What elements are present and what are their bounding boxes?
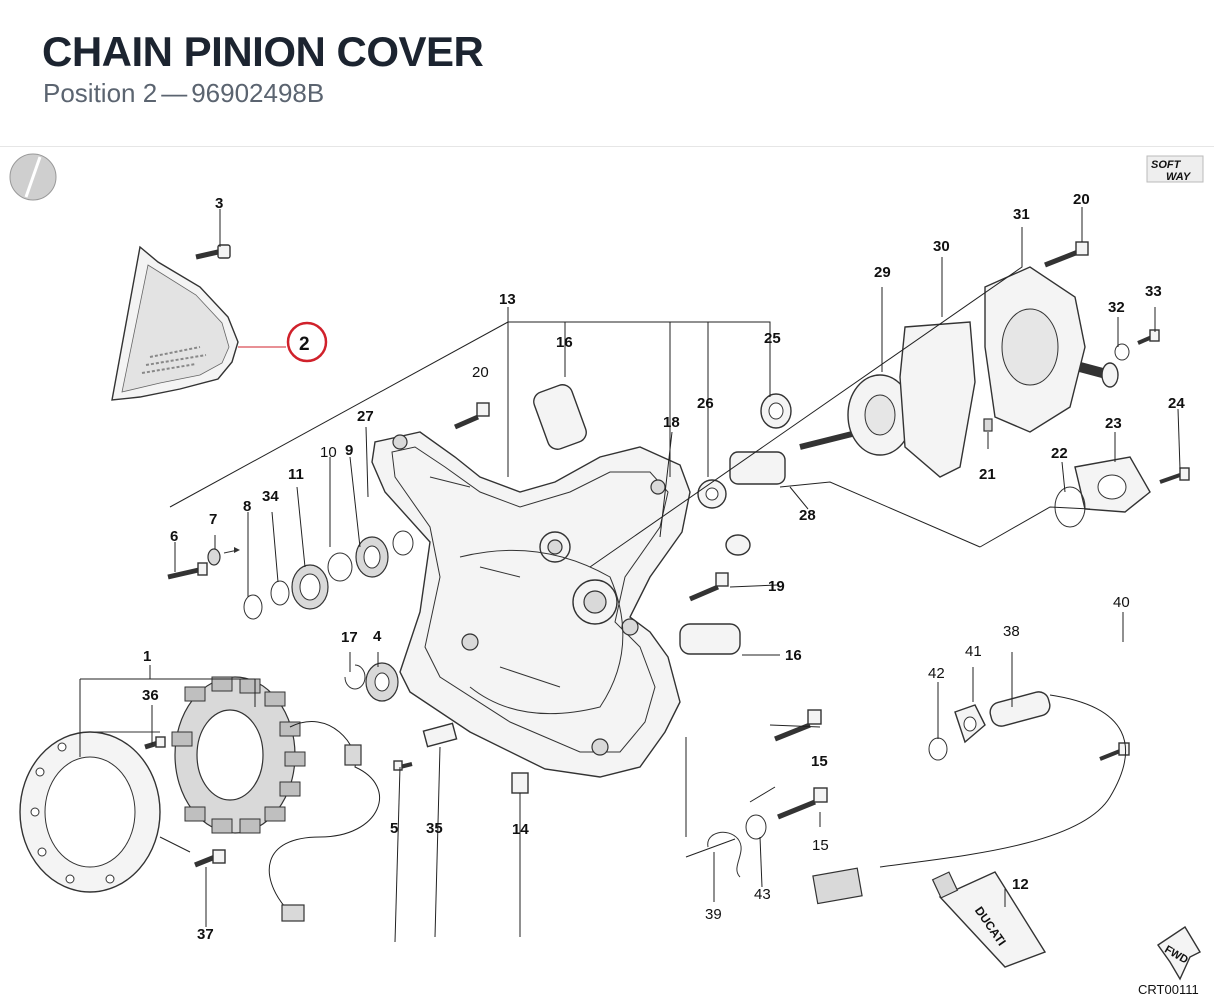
callout-20a: 20 bbox=[472, 364, 489, 381]
callout-15b: 15 bbox=[812, 837, 829, 854]
callout-11: 11 bbox=[288, 466, 304, 483]
chain-pinion-cover-part[interactable] bbox=[111, 245, 239, 401]
callout-15a: 15 bbox=[811, 753, 828, 770]
callout-3: 3 bbox=[215, 195, 223, 212]
callout-36: 36 bbox=[142, 687, 159, 704]
callout-37: 37 bbox=[197, 926, 214, 943]
callout-13: 13 bbox=[499, 291, 516, 308]
callout-34: 34 bbox=[262, 488, 279, 505]
callout-40: 40 bbox=[1113, 594, 1130, 611]
page-title: CHAIN PINION COVER bbox=[42, 28, 484, 75]
callout-27: 27 bbox=[357, 408, 374, 425]
callout-6: 6 bbox=[170, 528, 178, 545]
callout-39: 39 bbox=[705, 906, 722, 923]
stator-screw-36 bbox=[144, 736, 166, 750]
exploded-parts-diagram: SOFT WAY bbox=[9, 153, 1204, 997]
callout-5: 5 bbox=[390, 820, 398, 837]
callout-7: 7 bbox=[209, 511, 217, 528]
callout-21: 21 bbox=[979, 466, 996, 483]
bearings-and-seals bbox=[167, 530, 414, 702]
callout-17: 17 bbox=[341, 629, 358, 646]
drawing-code: CRT00111 bbox=[1138, 982, 1199, 997]
callout-18: 18 bbox=[663, 414, 680, 431]
cover-screw-3 bbox=[195, 244, 231, 260]
callout-32: 32 bbox=[1108, 299, 1125, 316]
brand-mark-line1: SOFT bbox=[1151, 159, 1182, 171]
clips-and-washers bbox=[685, 814, 767, 878]
callout-25: 25 bbox=[764, 330, 781, 347]
callout-9: 9 bbox=[345, 442, 353, 459]
callout-41: 41 bbox=[965, 643, 982, 660]
flywheel-screw-37 bbox=[194, 849, 226, 868]
brand-mark-line2: WAY bbox=[1166, 171, 1192, 183]
callout-33: 33 bbox=[1145, 283, 1162, 300]
callout-12: 12 bbox=[1012, 876, 1029, 893]
forward-direction-arrow: FWD bbox=[1157, 926, 1201, 981]
callout-16a: 16 bbox=[556, 334, 573, 351]
callout-2: 2 bbox=[299, 334, 310, 355]
callout-29: 29 bbox=[874, 264, 891, 281]
manufacturer-logo bbox=[9, 153, 57, 201]
page-subtitle: Position 2—96902498B bbox=[43, 78, 324, 109]
water-pump-assembly bbox=[799, 241, 1160, 528]
callout-30: 30 bbox=[933, 238, 950, 255]
callout-labels: 1 2 3 4 5 6 7 8 9 10 11 12 13 14 15 15 1… bbox=[142, 191, 1185, 943]
stator-part bbox=[171, 676, 306, 834]
callout-43: 43 bbox=[754, 886, 771, 903]
callout-19: 19 bbox=[768, 578, 785, 595]
sensor-assembly bbox=[812, 691, 1126, 905]
callout-42: 42 bbox=[928, 665, 945, 682]
callout-10: 10 bbox=[320, 444, 337, 461]
sealant-tube: DUCATI bbox=[931, 871, 1047, 968]
cover-fasteners bbox=[393, 402, 1190, 820]
callout-35: 35 bbox=[426, 820, 443, 837]
callout-8: 8 bbox=[243, 498, 251, 515]
highlight-ring bbox=[286, 321, 328, 363]
softway-brand-mark: SOFT WAY bbox=[1146, 155, 1204, 183]
page-header: CHAIN PINION COVER Position 2—96902498B bbox=[0, 0, 1214, 147]
callout-20b: 20 bbox=[1073, 191, 1090, 208]
subtitle-separator: — bbox=[161, 78, 188, 108]
stator-wiring bbox=[268, 721, 380, 922]
crankcase-cover-part bbox=[371, 431, 691, 778]
callout-16b: 16 bbox=[785, 647, 802, 664]
callout-22: 22 bbox=[1051, 445, 1068, 462]
callout-24: 24 bbox=[1168, 395, 1185, 412]
callout-23: 23 bbox=[1105, 415, 1122, 432]
callout-28: 28 bbox=[799, 507, 816, 524]
callout-38: 38 bbox=[1003, 623, 1020, 640]
callout-1: 1 bbox=[143, 648, 151, 665]
position-label: Position 2 bbox=[43, 78, 158, 108]
leader-lines bbox=[79, 207, 1181, 943]
callout-4: 4 bbox=[373, 628, 382, 645]
callout-26: 26 bbox=[697, 395, 714, 412]
callout-31: 31 bbox=[1013, 206, 1030, 223]
flywheel-part bbox=[19, 731, 161, 893]
callout-14: 14 bbox=[512, 821, 529, 838]
part-number: 96902498B bbox=[191, 78, 325, 108]
